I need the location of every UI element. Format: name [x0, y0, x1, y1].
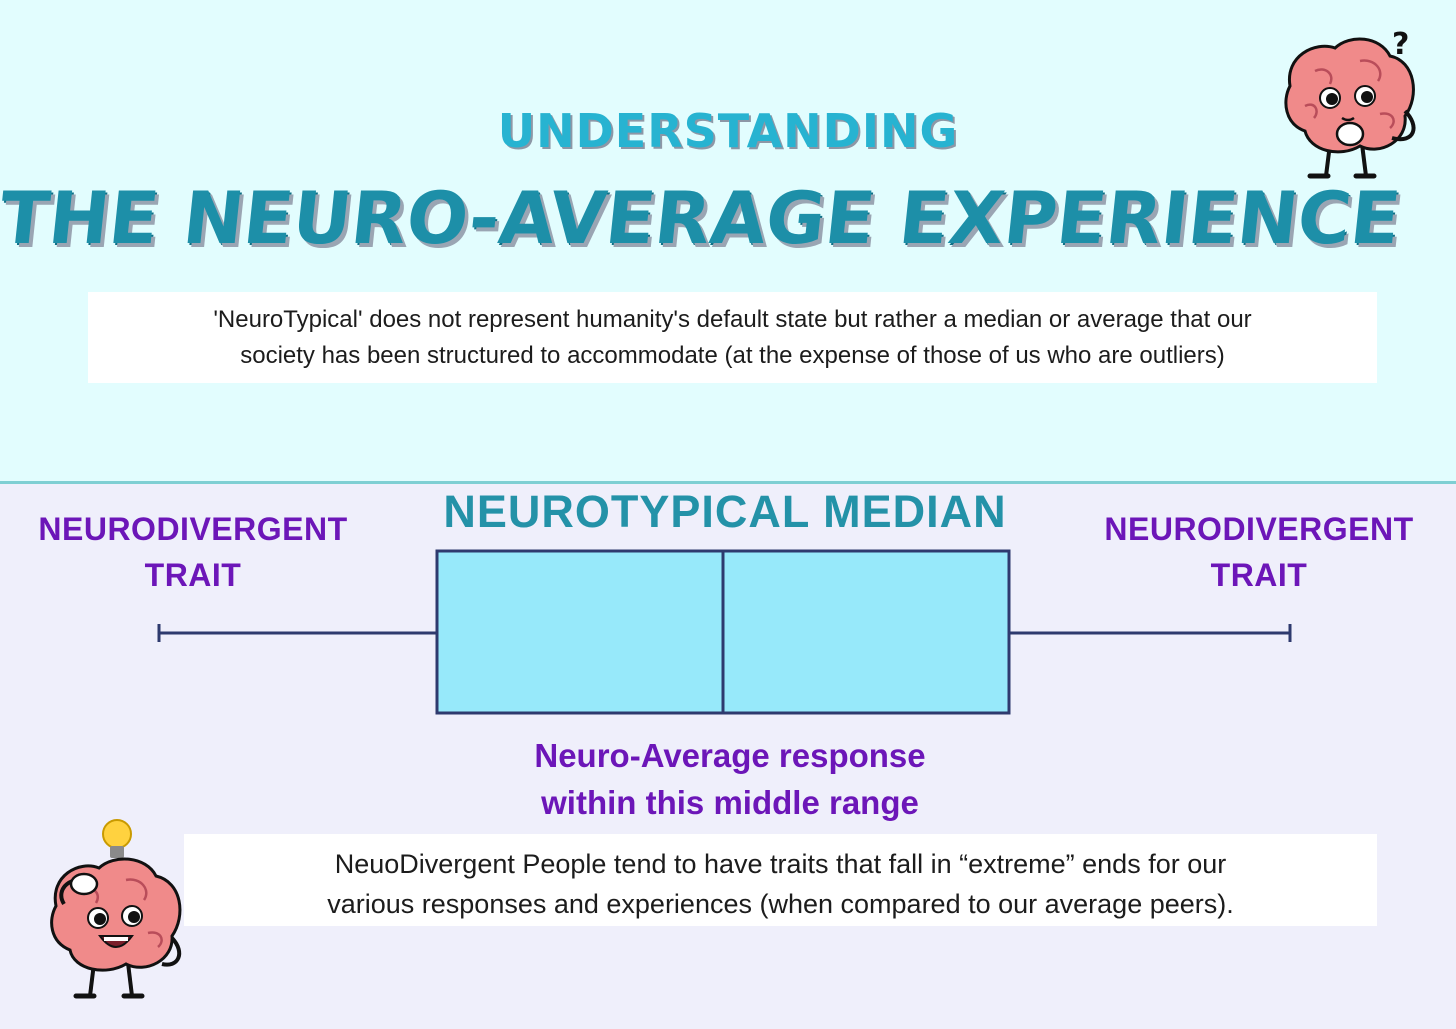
right-trait-label: NEURODIVERGENT TRAIT	[1096, 506, 1422, 598]
thinking-brain-icon: ?	[1284, 27, 1416, 179]
svg-text:?: ?	[1392, 27, 1409, 62]
top-panel	[0, 0, 1456, 481]
intro-line-2: society has been structured to accommoda…	[240, 342, 1225, 369]
left-trait-line-1: NEURODIVERGENT	[38, 511, 348, 547]
lightbulb-icon	[102, 819, 132, 858]
right-trait-line-1: NEURODIVERGENT	[1104, 511, 1414, 547]
footer-line-1: NeuoDivergent People tend to have traits…	[334, 849, 1227, 879]
median-label: NEUROTYPICAL MEDIAN	[443, 486, 1007, 537]
idea-brain-icon	[50, 819, 182, 999]
section-divider	[0, 481, 1456, 484]
kicker-heading: UNDERSTANDING	[497, 104, 959, 158]
intro-line-1: 'NeuroTypical' does not represent humani…	[213, 306, 1252, 333]
footer-note: NeuoDivergent People tend to have traits…	[184, 834, 1377, 926]
right-trait-line-2: TRAIT	[1210, 557, 1308, 593]
range-label-line-2: within this middle range	[541, 784, 919, 821]
left-trait-line-2: TRAIT	[144, 557, 242, 593]
range-label-line-1: Neuro-Average response	[534, 737, 926, 774]
range-label: Neuro-Average response within this middl…	[430, 732, 1030, 826]
left-trait-label: NEURODIVERGENT TRAIT	[30, 506, 356, 598]
footer-line-2: various responses and experiences (when …	[327, 889, 1234, 919]
intro-note: 'NeuroTypical' does not represent humani…	[88, 292, 1377, 383]
